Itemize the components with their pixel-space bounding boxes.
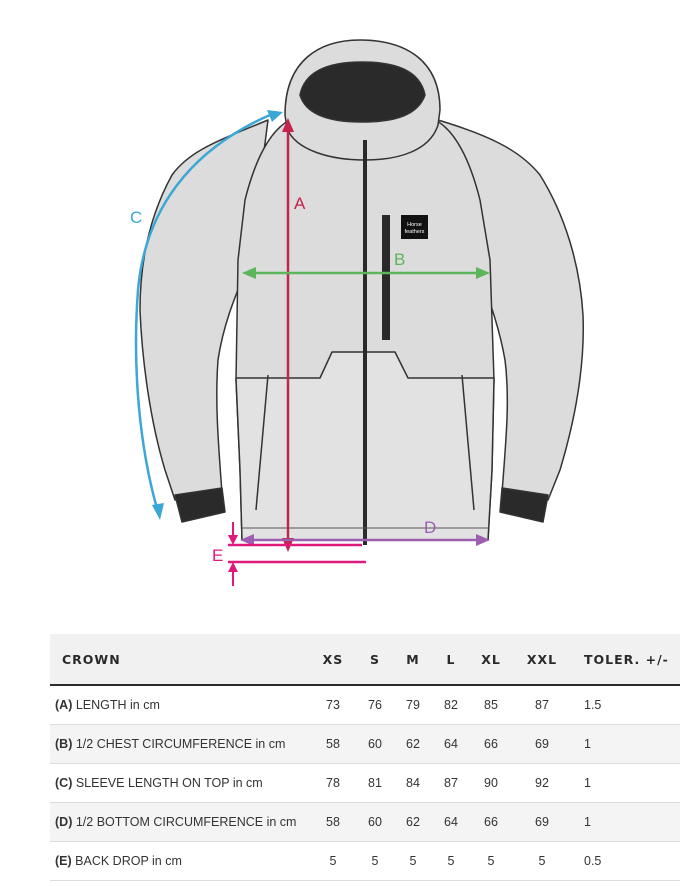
svg-text:feathers: feathers — [405, 229, 425, 235]
cell-xxl: 69 — [512, 802, 572, 842]
table-row: (A) LENGTH in cm 73 76 79 82 85 87 1.5 — [50, 685, 680, 725]
cell-m: 79 — [394, 685, 432, 725]
hood-opening — [299, 61, 426, 123]
table-row: (C) SLEEVE LENGTH ON TOP in cm 78 81 84 … — [50, 763, 680, 803]
table-row: (B) 1/2 CHEST CIRCUMFERENCE in cm 58 60 … — [50, 724, 680, 764]
cell-xxl: 87 — [512, 685, 572, 725]
header-s: S — [356, 634, 394, 686]
cell-l: 64 — [432, 724, 470, 764]
header-crown: CROWN — [50, 634, 310, 686]
header-xs: XS — [310, 634, 356, 686]
jacket-measurement-diagram: Horse feathers A B C D E — [130, 39, 585, 586]
cell-xs: 58 — [310, 724, 356, 764]
header-xl: XL — [470, 634, 512, 686]
size-chart: CROWN XS S M L XL XXL TOLER. +/- (A) LEN… — [50, 634, 680, 881]
cell-xs: 78 — [310, 763, 356, 803]
table-header: CROWN XS S M L XL XXL TOLER. +/- — [50, 634, 680, 686]
label-a: A — [294, 194, 306, 213]
label-c: C — [130, 208, 142, 227]
brand-logo: Horse feathers — [401, 215, 428, 239]
row-label: (E) BACK DROP in cm — [50, 841, 310, 881]
cell-xxl: 5 — [512, 841, 572, 881]
jacket-illustration — [139, 39, 585, 545]
cell-m: 62 — [394, 724, 432, 764]
size-table: CROWN XS S M L XL XXL TOLER. +/- (A) LEN… — [50, 634, 680, 881]
row-label: (A) LENGTH in cm — [50, 685, 310, 725]
cell-s: 76 — [356, 685, 394, 725]
header-xxl: XXL — [512, 634, 572, 686]
row-label: (C) SLEEVE LENGTH ON TOP in cm — [50, 763, 310, 803]
cell-l: 87 — [432, 763, 470, 803]
measure-e — [228, 522, 366, 586]
cell-tolerance: 0.5 — [572, 841, 680, 881]
cell-s: 81 — [356, 763, 394, 803]
left-sleeve — [139, 119, 269, 501]
table-row: (D) 1/2 BOTTOM CIRCUMFERENCE in cm 58 60… — [50, 802, 680, 842]
label-b: B — [394, 250, 405, 269]
cell-xl: 66 — [470, 802, 512, 842]
right-cuff — [499, 487, 549, 523]
cell-tolerance: 1.5 — [572, 685, 680, 725]
cell-xxl: 92 — [512, 763, 572, 803]
row-label: (B) 1/2 CHEST CIRCUMFERENCE in cm — [50, 724, 310, 764]
label-d: D — [424, 518, 436, 537]
header-m: M — [394, 634, 432, 686]
row-label: (D) 1/2 BOTTOM CIRCUMFERENCE in cm — [50, 802, 310, 842]
measure-d — [240, 534, 490, 546]
cell-s: 60 — [356, 724, 394, 764]
right-hand-pocket — [461, 374, 475, 511]
cell-m: 62 — [394, 802, 432, 842]
cell-xl: 90 — [470, 763, 512, 803]
label-e: E — [212, 546, 223, 565]
cell-s: 60 — [356, 802, 394, 842]
cell-tolerance: 1 — [572, 724, 680, 764]
cell-xxl: 69 — [512, 724, 572, 764]
cell-xs: 5 — [310, 841, 356, 881]
cell-l: 82 — [432, 685, 470, 725]
cell-m: 5 — [394, 841, 432, 881]
table-row: (E) BACK DROP in cm 5 5 5 5 5 5 0.5 — [50, 841, 680, 881]
cell-m: 84 — [394, 763, 432, 803]
cell-tolerance: 1 — [572, 763, 680, 803]
measure-b — [242, 267, 490, 279]
left-hand-pocket — [255, 374, 269, 511]
cell-xs: 58 — [310, 802, 356, 842]
left-cuff — [174, 487, 226, 523]
cell-xs: 73 — [310, 685, 356, 725]
cell-l: 5 — [432, 841, 470, 881]
cell-xl: 5 — [470, 841, 512, 881]
cell-s: 5 — [356, 841, 394, 881]
header-l: L — [432, 634, 470, 686]
header-tolerance: TOLER. +/- — [572, 634, 680, 686]
chest-pocket — [382, 215, 390, 340]
svg-text:Horse: Horse — [407, 222, 422, 228]
cell-l: 64 — [432, 802, 470, 842]
cell-tolerance: 1 — [572, 802, 680, 842]
cell-xl: 85 — [470, 685, 512, 725]
cell-xl: 66 — [470, 724, 512, 764]
measure-c — [134, 110, 283, 520]
